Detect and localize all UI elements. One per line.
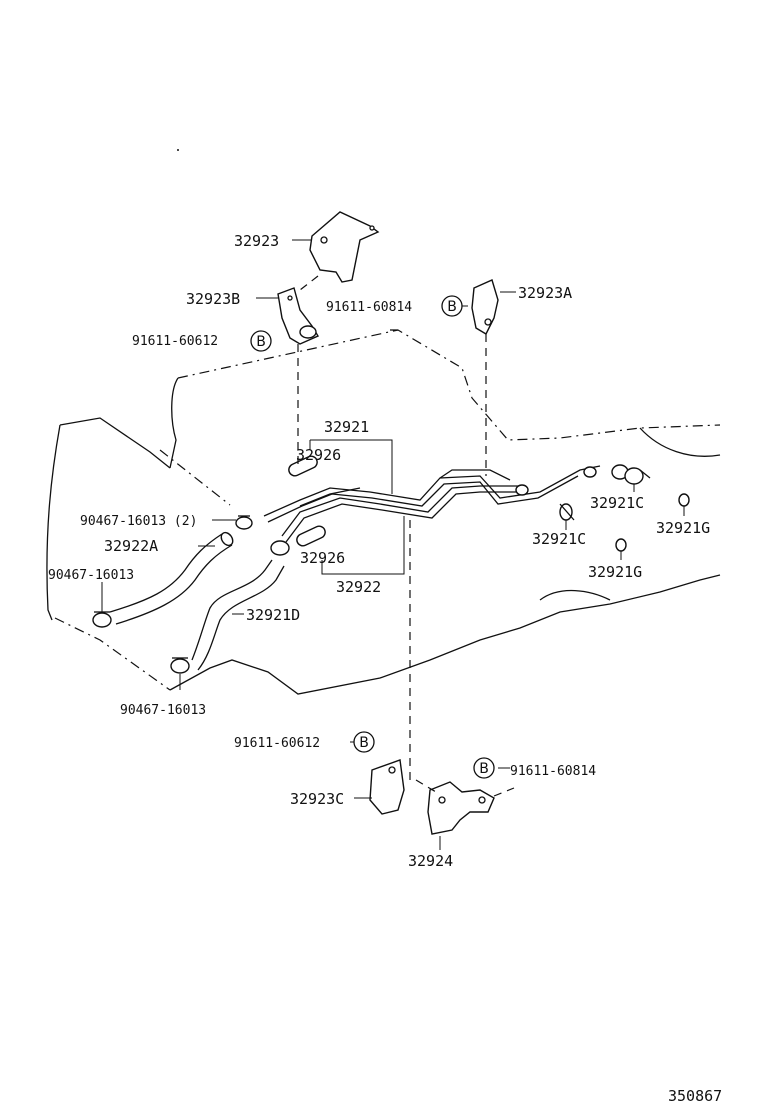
bracket-32923C: [369, 759, 405, 815]
label-91611-60612-top: 91611-60612: [132, 334, 218, 349]
label-32923B: 32923B: [186, 290, 240, 308]
diagram-id: 350867: [668, 1087, 722, 1105]
o-ring-32921G-mid: [615, 538, 627, 552]
label-32926-bottom: 32926: [300, 549, 345, 567]
label-32921D: 32921D: [246, 606, 300, 624]
label-32921G-mid: 32921G: [588, 563, 642, 581]
label-32923: 32923: [234, 232, 279, 250]
label-90467-16013-left: 90467-16013: [48, 568, 134, 583]
label-32923C: 32923C: [290, 790, 344, 808]
connector-32921C-right: [611, 464, 651, 485]
label-32922A: 32922A: [104, 537, 158, 555]
label-32924: 32924: [408, 852, 453, 870]
label-32921C-right: 32921C: [590, 494, 644, 512]
label-leaders: [101, 239, 685, 850]
bracket-32923: [309, 211, 380, 283]
svg-text:B: B: [479, 761, 489, 777]
clip-32926-bottom: [296, 525, 326, 547]
label-32921: 32921: [324, 418, 369, 436]
svg-text:B: B: [359, 735, 369, 751]
label-90467-16013-2: 90467-16013 (2): [80, 514, 197, 529]
label-91611-60814-top: 91611-60814: [326, 300, 412, 315]
transmission-outline: [46, 329, 721, 695]
hose-clamp-left: [92, 611, 112, 628]
label-32923A: 32923A: [518, 284, 572, 302]
bracket-32923B: [277, 287, 320, 345]
clip-32926-top: [288, 455, 318, 477]
label-91611-60814-bottom: 91611-60814: [510, 764, 596, 779]
label-32922: 32922: [336, 578, 381, 596]
bracket-32923A: [471, 279, 499, 335]
connector-32921C-mid: [559, 503, 575, 521]
pipe-end-right: [515, 466, 597, 496]
hose-clamp-top: [235, 515, 253, 530]
badge-b-top-right: B: [441, 295, 463, 317]
fuel-hose-32921D: [191, 559, 285, 671]
badge-b-bottom-left: B: [353, 731, 375, 753]
fuel-pipe-assembly: [263, 465, 601, 543]
badge-b-bottom-right: B: [473, 757, 495, 779]
fuel-hose-32922A: [109, 531, 234, 625]
label-32921C-mid: 32921C: [532, 530, 586, 548]
label-32926-top: 32926: [296, 446, 341, 464]
hose-clamp-bottom: [170, 657, 190, 674]
svg-text:B: B: [256, 334, 266, 350]
hose-clamp-mid: [270, 540, 290, 556]
bracket-32924: [427, 781, 495, 835]
leader-dashes: [297, 275, 515, 797]
label-32921G-right: 32921G: [656, 519, 710, 537]
o-ring-32921G-right: [678, 493, 690, 507]
stray-dot: [177, 149, 179, 151]
label-91611-60612-bottom: 91611-60612: [234, 736, 320, 751]
label-90467-16013-bottom: 90467-16013: [120, 703, 206, 718]
badge-b-top-left: B: [250, 330, 272, 352]
svg-text:B: B: [447, 299, 457, 315]
